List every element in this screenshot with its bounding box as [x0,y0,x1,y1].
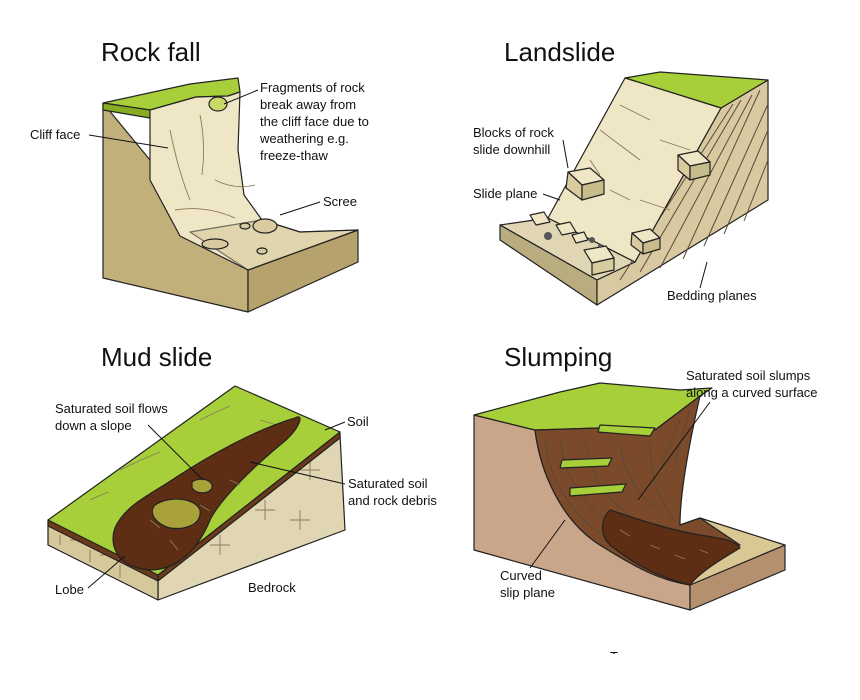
landslide-panel: Landslide [473,37,769,306]
svg-text:Saturated soil: Saturated soil [348,476,428,491]
label-slide-plane: Slide plane [473,186,537,201]
scree-stone-icon [256,247,268,255]
landslide-block [499,71,769,306]
mudslide-panel: Mud slide Saturated soil flows down a sl… [47,342,437,601]
svg-text:weathering e.g.: weathering e.g. [259,131,349,146]
rock-fragment-icon [208,96,228,112]
label-flows: Saturated soil flows down a slope [55,401,168,433]
rockfall-title: Rock fall [101,37,201,67]
label-soil: Soil [347,414,369,429]
svg-text:along a curved surface: along a curved surface [686,385,818,400]
svg-text:slide downhill: slide downhill [473,142,550,157]
scree-stone-icon [252,218,278,234]
label-scree: Scree [323,194,357,209]
rock-block-icon [565,167,605,201]
svg-text:Blocks of rock: Blocks of rock [473,125,554,140]
slumping-block [473,382,786,611]
label-cliff-face: Cliff face [30,127,80,142]
label-slip-plane: Curved slip plane [500,568,555,600]
svg-text:Fragments of rock: Fragments of rock [260,80,365,95]
svg-text:Saturated soil slumps: Saturated soil slumps [686,368,811,383]
label-slumps: Saturated soil slumps along a curved sur… [686,368,818,400]
slumping-title: Slumping [504,342,612,372]
slumping-panel: Slumping Saturat [473,342,818,674]
scree-stone-icon [239,222,251,230]
svg-text:and rock debris: and rock debris [348,493,437,508]
rock-block-icon [677,150,711,181]
svg-text:Curved: Curved [500,568,542,583]
scree-stone-icon [201,238,229,250]
label-lobe: Lobe [55,582,84,597]
rock-block-icon [630,228,661,255]
label-bedrock: Bedrock [248,580,296,595]
svg-text:the cliff face due to: the cliff face due to [260,114,369,129]
label-blocks: Blocks of rock slide downhill [473,125,554,157]
label-bedding-planes: Bedding planes [667,288,757,303]
rockfall-block [102,77,359,313]
landslide-title: Landslide [504,37,615,67]
svg-text:slip plane: slip plane [500,585,555,600]
mudslide-title: Mud slide [101,342,212,372]
rock-debris-icon [529,211,615,276]
rockfall-panel: Rock fall Cliff face [30,37,369,313]
svg-text:down a slope: down a slope [55,418,132,433]
label-debris: Saturated soil and rock debris [348,476,437,508]
mudslide-block [47,385,346,601]
svg-text:break away from: break away from [260,97,356,112]
label-fragments: Fragments of rock break away from the cl… [259,80,369,163]
mud-lobe [112,416,301,571]
svg-text:freeze-thaw: freeze-thaw [260,148,329,163]
svg-text:Saturated soil flows: Saturated soil flows [55,401,168,416]
